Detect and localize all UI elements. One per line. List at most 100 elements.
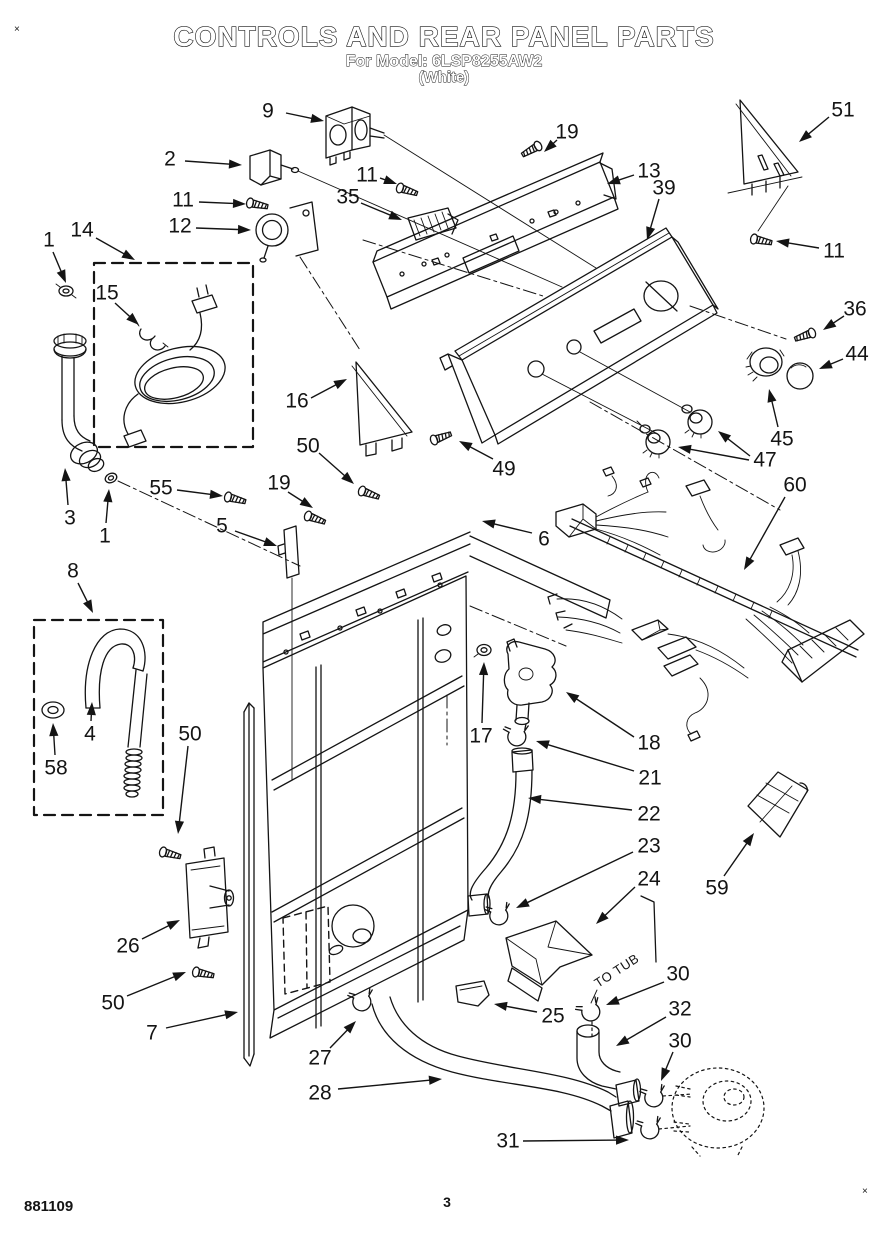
- part-callout-28: 28: [308, 1075, 442, 1105]
- svg-text:9: 9: [262, 100, 274, 123]
- inlet-hose-drawing: [53, 283, 118, 484]
- part-callout-11: 11: [172, 189, 246, 212]
- pump-reference-outline: [671, 1067, 765, 1158]
- svg-text:28: 28: [308, 1082, 331, 1105]
- part-callout-35: 35: [336, 186, 402, 220]
- part-callout-32: 32: [616, 998, 692, 1046]
- selector-switch-drawing: [407, 207, 459, 241]
- spring-clamps: [346, 722, 670, 1143]
- svg-text:13: 13: [637, 160, 660, 183]
- console-rear-panel-drawing: [372, 152, 619, 310]
- part-callout-44: 44: [819, 343, 869, 369]
- register-mark-top-left: ×: [14, 24, 20, 35]
- push-switch-drawing: [249, 149, 300, 186]
- part-callout-39: 39: [646, 177, 676, 240]
- svg-text:8: 8: [67, 560, 79, 583]
- svg-text:1: 1: [43, 229, 55, 252]
- hinge-bracket-drawing: [185, 846, 235, 949]
- part-callout-50: 50: [296, 435, 354, 484]
- register-mark-bottom-right: ×: [862, 1186, 868, 1197]
- drain-hose-box-drawing: [32, 618, 165, 817]
- part-callout-49: 49: [459, 441, 516, 481]
- tub-rack-drawing: [747, 771, 809, 838]
- to-tub-leader: [590, 989, 598, 1004]
- part-callout-47: 47: [678, 431, 777, 472]
- part-callout-23: 23: [516, 835, 661, 908]
- drain-hose-lower-drawing: [371, 996, 635, 1139]
- part-callout-30: 30: [606, 963, 690, 1005]
- part-callout-12: 12: [168, 215, 251, 238]
- part-callout-59: 59: [705, 833, 754, 900]
- svg-text:36: 36: [843, 298, 866, 321]
- injector-bracket-drawing: [505, 920, 593, 1002]
- svg-text:35: 35: [336, 186, 359, 209]
- control-knobs-drawing: [636, 347, 814, 459]
- part-callout-31: 31: [496, 1130, 629, 1153]
- svg-text:60: 60: [783, 474, 806, 497]
- assembly-axis-lines: [117, 134, 787, 746]
- page-number: 3: [443, 1194, 451, 1210]
- part-callout-55: 55: [149, 477, 223, 500]
- svg-text:23: 23: [637, 835, 660, 858]
- part-callout-3: 3: [61, 468, 76, 530]
- part-callout-24: 24: [596, 868, 661, 924]
- svg-text:14: 14: [70, 219, 94, 242]
- part-callout-60: 60: [744, 474, 807, 570]
- svg-text:17: 17: [469, 725, 492, 748]
- part-callout-7: 7: [146, 1010, 238, 1045]
- part-callout-8: 8: [67, 560, 93, 613]
- part-callout-22: 22: [528, 794, 661, 826]
- side-trim-drawing: [243, 702, 255, 1067]
- svg-text:1: 1: [99, 525, 111, 548]
- svg-text:47: 47: [753, 449, 776, 472]
- wire-harness-drawing: [547, 466, 865, 742]
- model-line: For Model: 6LSP8255AW2: [346, 53, 543, 70]
- part-callout-19: 19: [544, 121, 579, 152]
- svg-text:15: 15: [95, 282, 118, 305]
- part-callout-50: 50: [174, 723, 202, 834]
- part-callout-25: 25: [494, 1001, 565, 1028]
- svg-text:51: 51: [831, 99, 854, 122]
- svg-text:4: 4: [84, 723, 96, 746]
- part-callout-45: 45: [767, 389, 794, 451]
- part-callout-36: 36: [823, 298, 867, 330]
- svg-text:2: 2: [164, 148, 176, 171]
- part-callout-27: 27: [308, 1021, 356, 1070]
- svg-text:50: 50: [101, 992, 124, 1015]
- part-callout-19: 19: [267, 472, 313, 508]
- svg-text:30: 30: [668, 1030, 691, 1053]
- rear-panel-drawing: [262, 531, 657, 1039]
- svg-text:5: 5: [216, 515, 228, 538]
- part-callout-15: 15: [95, 282, 139, 325]
- svg-text:30: 30: [666, 963, 689, 986]
- part-callout-2: 2: [164, 148, 242, 171]
- part-callout-13: 13: [607, 160, 661, 185]
- part-callout-50: 50: [101, 972, 186, 1015]
- line-art: [32, 99, 865, 1158]
- svg-text:21: 21: [638, 767, 661, 790]
- svg-text:22: 22: [637, 803, 660, 826]
- svg-text:16: 16: [285, 390, 308, 413]
- part-callout-1: 1: [43, 229, 66, 283]
- svg-text:59: 59: [705, 877, 728, 900]
- part-callout-5: 5: [216, 515, 277, 546]
- clip-bracket-drawing: [455, 980, 490, 1007]
- svg-text:7: 7: [146, 1022, 158, 1045]
- water-valve-drawing: [473, 638, 557, 726]
- svg-text:45: 45: [770, 428, 793, 451]
- svg-text:44: 44: [845, 343, 869, 366]
- part-callout-14: 14: [70, 219, 135, 260]
- part-callout-17: 17: [469, 662, 493, 748]
- svg-text:49: 49: [492, 458, 515, 481]
- svg-text:11: 11: [356, 164, 378, 187]
- end-cap-left-drawing: [351, 361, 413, 457]
- tub-hose-drawing: [467, 747, 534, 917]
- part-callout-21: 21: [536, 740, 662, 790]
- svg-text:26: 26: [116, 935, 139, 958]
- to-tub-label: TO TUB: [591, 951, 641, 991]
- svg-text:50: 50: [178, 723, 201, 746]
- svg-text:32: 32: [668, 998, 691, 1021]
